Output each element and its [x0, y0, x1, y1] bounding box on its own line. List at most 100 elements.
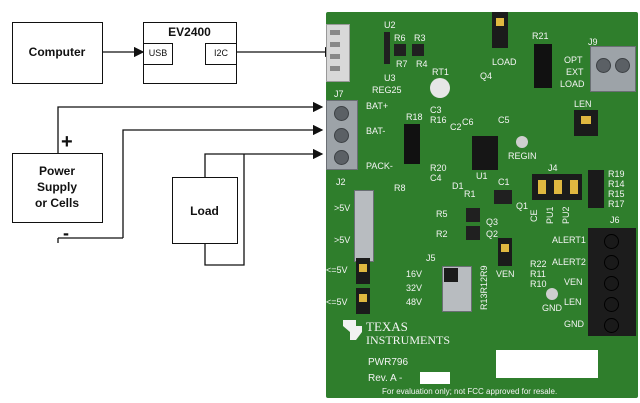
ce-label: CE — [529, 209, 539, 222]
serial-box — [496, 350, 598, 378]
r3-label: R3 — [414, 33, 426, 43]
r15-label: R15 — [608, 189, 625, 199]
c1-label: C1 — [498, 177, 510, 187]
pu2-label: PU2 — [561, 206, 571, 224]
j4-label: J4 — [548, 163, 558, 173]
16v-label: 16V — [406, 269, 423, 279]
opt-label: OPT — [564, 55, 583, 65]
ti-name-2: INSTRUMENTS — [366, 333, 451, 347]
reg25-label: REG25 — [372, 85, 402, 95]
r8-label: R8 — [394, 183, 406, 193]
ti-logo-icon — [343, 320, 362, 340]
load-return-wire — [204, 154, 245, 266]
c3-label: C3 — [430, 105, 442, 115]
j7-label: J7 — [334, 89, 344, 99]
power-label-3: or Cells — [34, 196, 79, 210]
plus-sign: + — [61, 131, 73, 153]
bat-minus-wire — [122, 124, 324, 238]
i2c-label: I2C — [213, 48, 228, 58]
j9-label: J9 — [588, 37, 598, 47]
r5-label: R5 — [436, 209, 448, 219]
load-block: Load — [172, 177, 238, 244]
evm-board: U2 R6 R3 R7 R4 U3 REG25 RT1 J7 BAT+ BAT-… — [326, 12, 638, 398]
q4-label: Q4 — [480, 71, 493, 81]
load-right-label: LOAD — [560, 79, 585, 89]
r4-label: R4 — [416, 59, 428, 69]
j5-jumper[interactable] — [444, 268, 458, 282]
r10-label: R10 — [530, 279, 547, 289]
r18-label: R18 — [406, 112, 423, 122]
u3-label: U3 — [384, 73, 396, 83]
d1-label: D1 — [452, 181, 464, 191]
regin-label: REGIN — [508, 151, 537, 161]
pack-minus-label: PACK- — [366, 161, 393, 171]
power-supply-block: Power Supply or Cells — [12, 153, 103, 223]
j6-label: J6 — [610, 215, 620, 225]
r7-label: R7 — [396, 59, 408, 69]
gnd-mid-label: GND — [542, 303, 562, 313]
power-label-2: Supply — [36, 180, 77, 194]
footer-text: For evaluation only; not FCC approved fo… — [382, 387, 558, 396]
r11-label: R11 — [530, 269, 546, 279]
r20-label: R20 — [430, 163, 447, 173]
r21-label: R21 — [532, 31, 549, 41]
gnd-right-label: GND — [564, 319, 584, 329]
r19-label: R19 — [608, 169, 625, 179]
ven-right-label: VEN — [564, 277, 583, 287]
thermistor — [430, 78, 450, 98]
q3-label: Q3 — [486, 217, 499, 227]
load-label: Load — [190, 204, 219, 218]
gt5v-label-b: >5V — [334, 235, 351, 245]
le5v-label-b: <=5V — [326, 297, 348, 307]
usb-label: USB — [148, 48, 168, 58]
gt5v-label-a: >5V — [334, 203, 351, 213]
shunt-resistor — [404, 124, 420, 164]
u1-label: U1 — [476, 171, 488, 181]
u1-chip — [472, 136, 498, 170]
le5v-label-a: <=5V — [326, 265, 348, 275]
load-top-label: LOAD — [492, 57, 517, 67]
rev-box — [420, 372, 450, 384]
bat-minus-label: BAT- — [366, 126, 386, 136]
rev-label: Rev. A - — [368, 373, 403, 384]
c2-label: C2 — [450, 122, 462, 132]
board-id-label: PWR796 — [368, 357, 409, 368]
bat-plus-label: BAT+ — [366, 101, 389, 111]
ti-name-1: TEXAS — [366, 319, 408, 334]
u2-label: U2 — [384, 20, 396, 30]
r6-label: R6 — [394, 33, 406, 43]
r14-label: R14 — [608, 179, 625, 189]
r21-resistor — [534, 44, 552, 88]
ext-label: EXT — [566, 67, 584, 77]
ven-jumper[interactable] — [498, 238, 512, 266]
bat-plus-wire — [57, 101, 324, 153]
48v-label: 48V — [406, 297, 423, 307]
minus-sign: - — [63, 223, 69, 243]
32v-label: 32V — [406, 283, 423, 293]
r16-label: R16 — [430, 115, 447, 125]
r2-label: R2 — [436, 229, 448, 239]
alert2-label: ALERT2 — [552, 257, 586, 267]
r17-label: R17 — [608, 199, 625, 209]
pu1-label: PU1 — [545, 206, 555, 224]
computer-block: Computer — [12, 22, 103, 84]
i2c-port: I2C — [205, 43, 237, 65]
r1-label: R1 — [464, 189, 476, 199]
j2-label: J2 — [336, 177, 346, 187]
r22-label: R22 — [530, 259, 547, 269]
ven-mid-label: VEN — [496, 269, 515, 279]
q1-label: Q1 — [516, 201, 529, 211]
power-label-1: Power — [38, 164, 75, 178]
c5-label: C5 — [498, 115, 510, 125]
alert1-label: ALERT1 — [552, 235, 586, 245]
j2-header — [354, 190, 374, 262]
len-top-label: LEN — [574, 99, 592, 109]
ev2400-title: EV2400 — [168, 25, 211, 39]
q2-label: Q2 — [486, 229, 499, 239]
computer-label: Computer — [28, 45, 86, 59]
c4-label: C4 — [430, 173, 442, 183]
len-right-label: LEN — [564, 297, 582, 307]
c6-label: C6 — [462, 117, 474, 127]
r13r12r9-label: R13R12R9 — [479, 265, 489, 310]
